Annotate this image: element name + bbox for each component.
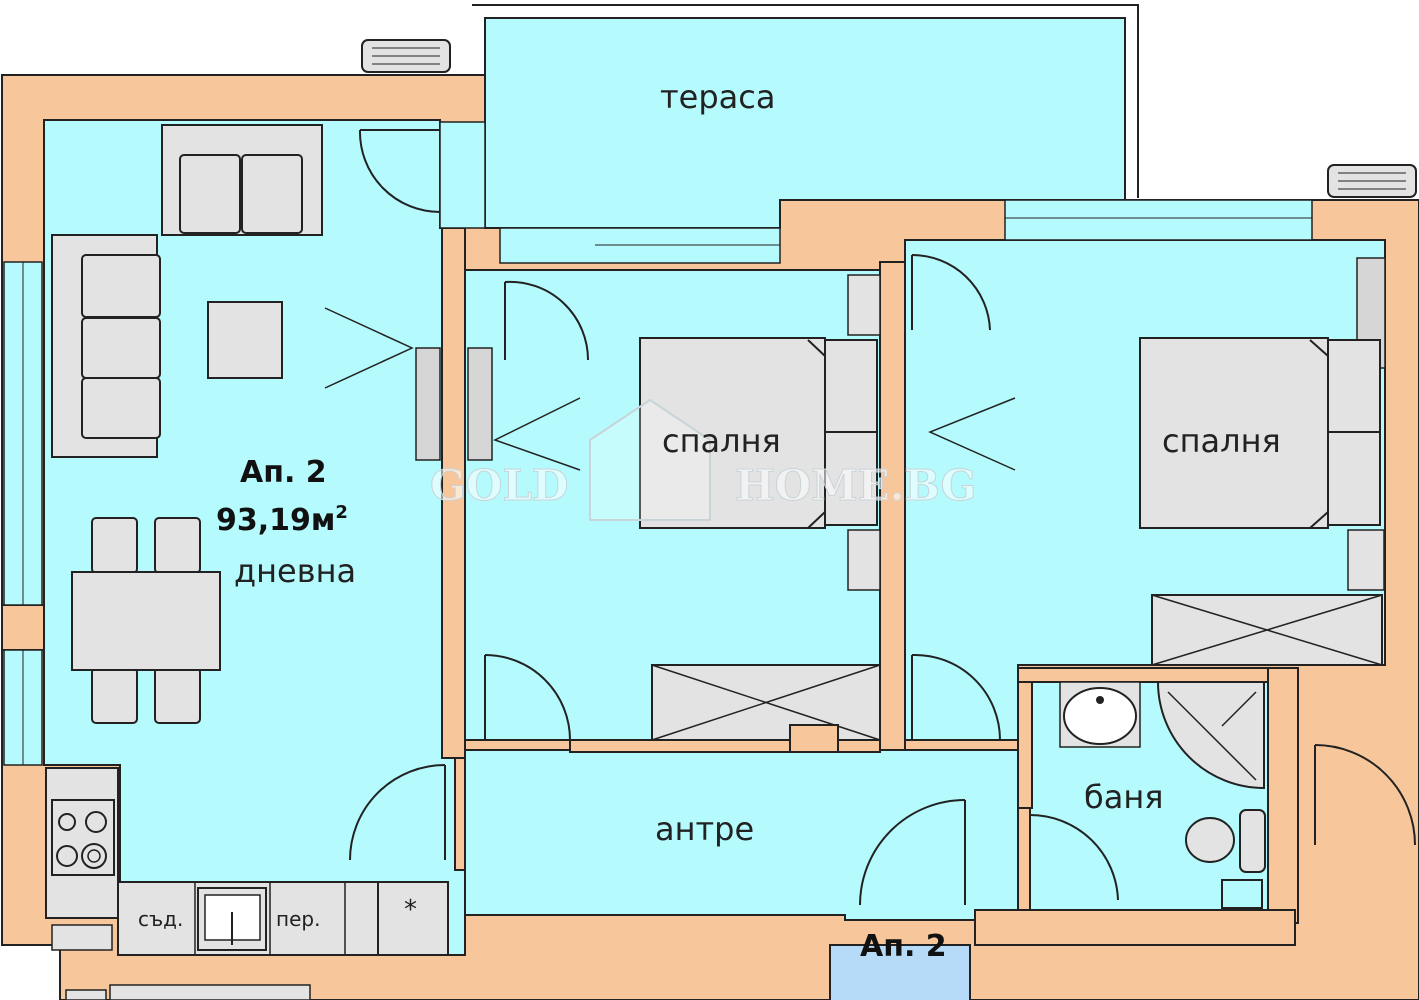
bathroom-sink-icon [1059, 681, 1141, 748]
wall-bathroom-top [1017, 667, 1284, 683]
entrance-apartment-label: Ап. 2 [860, 929, 947, 964]
sofa-left [51, 234, 161, 458]
area-value: 93,19м [216, 503, 335, 538]
svg-text:GOLD: GOLD [430, 461, 568, 510]
watermark-logo: GOLD HOME.BG [430, 398, 977, 521]
washer-label: пер. [276, 907, 320, 931]
sofa-top [161, 124, 323, 236]
apartment-id-label: Ап. 2 [240, 455, 327, 490]
bathroom-label: баня [1084, 778, 1164, 816]
svg-text:HOME.BG: HOME.BG [735, 461, 977, 510]
neighbor-furniture-hint [65, 984, 311, 1000]
bedroom-1-label: спалня [662, 422, 781, 460]
wall-niche-1 [789, 724, 839, 753]
coffee-table [207, 301, 283, 379]
fridge-asterisk: * [404, 895, 417, 925]
wall-bedroom1-bedroom2 [879, 261, 906, 751]
apartment-area-label: 93,19м2 [216, 502, 348, 538]
terrace-railing-inner [485, 17, 1126, 198]
dishwasher-label: съд. [138, 907, 183, 931]
airflow-lines [324, 307, 1016, 471]
wall-hall-bottom-right [974, 909, 1296, 946]
nightstand-2-bottom [1347, 529, 1385, 591]
area-superscript: 2 [335, 502, 348, 523]
ac-unit-right-icon [1327, 164, 1417, 198]
bathroom-shaft [1221, 879, 1263, 909]
indoor-ac-bedroom1-icon [467, 347, 493, 461]
kitchen-sink-icon [197, 887, 267, 951]
ac-unit-left-icon [361, 39, 451, 73]
nightstand-1-bottom [847, 529, 881, 591]
living-terrace-door [439, 121, 486, 229]
wardrobe-1 [651, 664, 881, 741]
dining-set [71, 517, 221, 724]
toilet-icon [1185, 809, 1266, 873]
wardrobe-2 [1151, 594, 1383, 666]
terrace-railing [472, 4, 1139, 198]
nightstand-1-top [847, 274, 881, 336]
bed-1 [639, 337, 878, 529]
terrace-label: тераса [660, 78, 775, 116]
living-room-label: дневна [234, 552, 356, 590]
indoor-ac-living-icon [415, 347, 441, 461]
hallway-label: антре [655, 810, 754, 848]
wall-bathroom-right [1267, 667, 1299, 924]
left-wall-pillar [1, 604, 45, 651]
door-swings [349, 129, 1416, 906]
wall-bathroom-left [1017, 667, 1033, 809]
shower-icon [1156, 681, 1265, 790]
bed-2 [1139, 337, 1381, 529]
bedroom-2-label: спалня [1162, 422, 1281, 460]
terrace-window-2 [1004, 199, 1313, 241]
stove-icon [51, 799, 115, 876]
